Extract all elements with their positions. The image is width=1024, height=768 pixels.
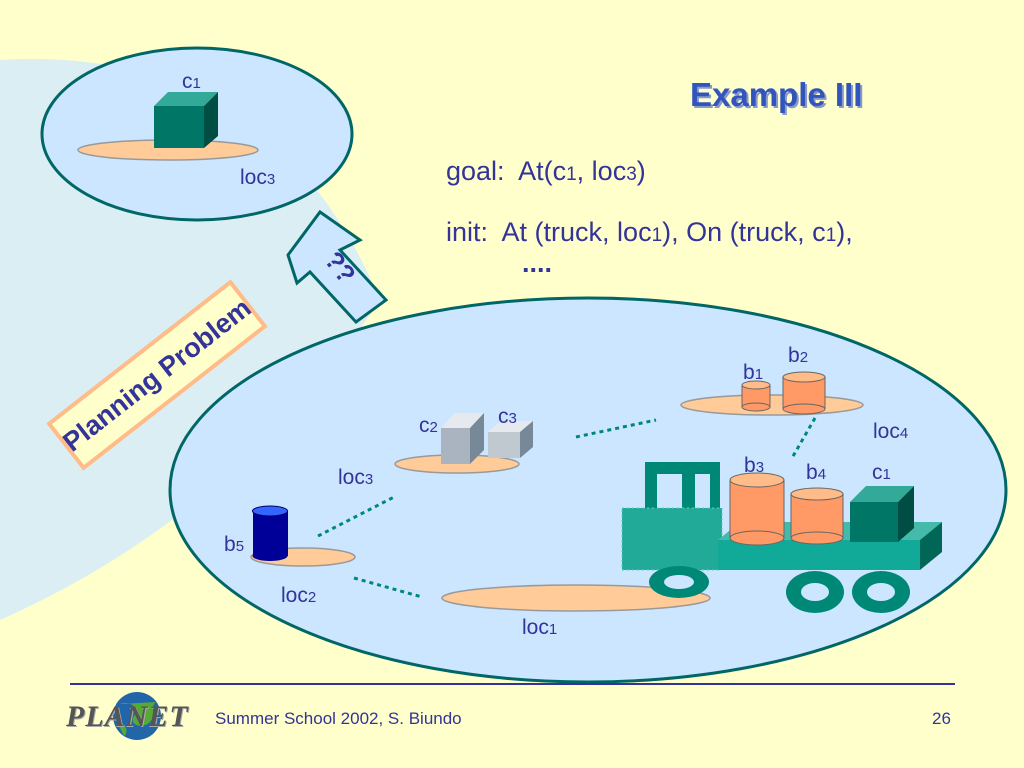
- c3-label: c3: [498, 405, 517, 428]
- c3-container: [488, 421, 533, 458]
- goal-c1-label: c1: [182, 70, 201, 93]
- c2-container: [441, 413, 484, 464]
- goal-loc3-label: loc3: [240, 166, 276, 189]
- b2-barrel: [782, 371, 826, 415]
- init-label: init:: [446, 217, 489, 247]
- goal-label: goal:: [446, 156, 505, 186]
- footer-credit: Summer School 2002, S. Biundo: [215, 709, 462, 728]
- slide-title: Example III: [690, 76, 863, 113]
- b2-label: b2: [788, 344, 809, 367]
- truck-cab: [645, 462, 720, 512]
- c2-label: c2: [419, 414, 438, 437]
- connector-loc3-loc4: [575, 418, 657, 439]
- b3-label: b3: [744, 454, 765, 477]
- b5-label: b5: [224, 533, 245, 556]
- goal-c1-container: [154, 92, 218, 148]
- b1-label: b1: [743, 361, 764, 384]
- planning-problem-banner: [46, 279, 268, 471]
- loc1-label: loc1: [522, 616, 558, 639]
- b3-barrel: [729, 472, 785, 546]
- question-arrow: [286, 209, 389, 325]
- truck-c1-label: c1: [872, 461, 891, 484]
- loc4-platform: [680, 394, 864, 416]
- loc3-label: loc3: [338, 466, 374, 489]
- b1-barrel: [741, 380, 771, 412]
- init-statement: init: At (truck, loc1), On (truck, c1),: [446, 217, 853, 247]
- page-number: 26: [932, 709, 951, 728]
- loc2-label: loc2: [281, 584, 317, 607]
- connector-loc3-loc2: [317, 494, 397, 538]
- b4-barrel: [790, 487, 844, 545]
- goal-statement: goal: At(c1, loc3): [446, 156, 646, 186]
- truck-grille: [622, 508, 722, 570]
- loc4-label: loc4: [873, 420, 909, 443]
- init-continuation: ....: [522, 248, 553, 278]
- connector-loc2-loc1: [353, 576, 423, 599]
- b5-barrel: [252, 505, 288, 561]
- c1-container-truck: [850, 486, 914, 542]
- planet-logo-globe: [113, 692, 161, 740]
- planet-logo-text: PLANET: [66, 700, 189, 733]
- loc1-platform: [441, 584, 711, 612]
- b4-label: b4: [806, 461, 827, 484]
